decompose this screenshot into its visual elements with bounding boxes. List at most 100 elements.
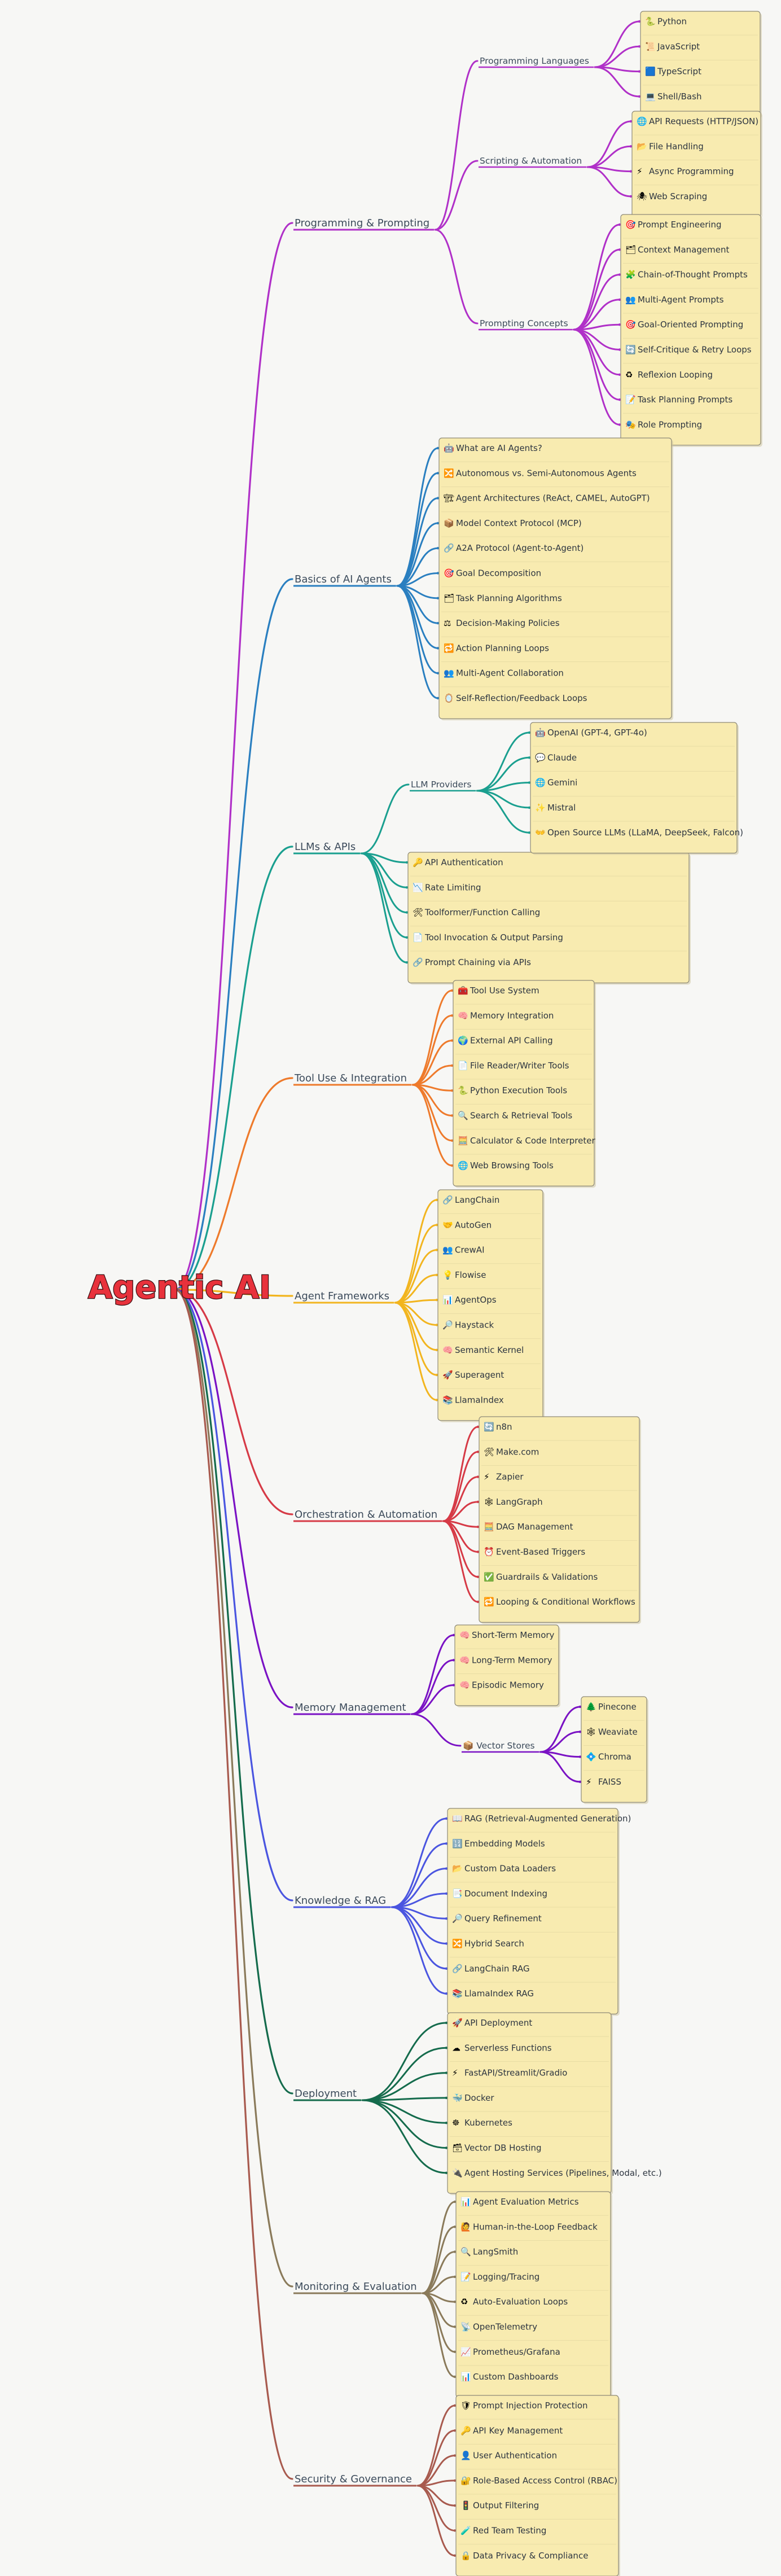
branch-label: Basics of AI Agents xyxy=(295,573,392,585)
list-item: Model Context Protocol (MCP) xyxy=(456,518,582,528)
branch-7-items-edge-dot xyxy=(445,1892,448,1895)
sub-branch-label: 📦 Vector Stores xyxy=(463,1740,535,1751)
branch-2-items: 🔑API Authentication📉Rate Limiting🛠Toolfo… xyxy=(407,852,691,985)
branch-0-sub-1-edge xyxy=(586,120,632,168)
list-item: API Key Management xyxy=(473,2425,563,2435)
branch-label: Agent Frameworks xyxy=(295,1290,389,1302)
branch-0-sub-2-edge xyxy=(573,248,621,331)
list-item: n8n xyxy=(496,1422,512,1432)
branch-5-items-edge-dot xyxy=(476,1451,480,1453)
list-item: Output Filtering xyxy=(473,2500,539,2511)
list-item: Self-Reflection/Feedback Loops xyxy=(456,693,587,703)
branch-2-sub-0-edge-dot xyxy=(528,781,531,784)
branch-2-sub-0-box xyxy=(530,722,738,854)
item-icon: 🤖 xyxy=(535,728,546,738)
list-item: LangChain xyxy=(455,1195,499,1205)
item-icon: 🌲 xyxy=(586,1702,596,1712)
sub-edge xyxy=(411,1713,462,1747)
branch-1-items-box xyxy=(438,437,672,719)
branch-5-items-edge-dot xyxy=(476,1575,480,1578)
branch-0-sub-2-edge-dot xyxy=(618,398,621,401)
branch-10-items-edge-dot xyxy=(453,2479,457,2482)
item-icon: 📖 xyxy=(452,1813,463,1824)
branch-9-items-edge-dot xyxy=(453,2325,457,2328)
item-icon: 🎯 xyxy=(444,568,454,579)
item-icon: 💠 xyxy=(586,1752,596,1762)
item-icon: 🔌 xyxy=(452,2168,463,2178)
branch-label: Programming & Prompting xyxy=(295,217,429,229)
branch-9-items-edge-dot xyxy=(453,2301,457,2303)
branch-6-sub-0-edge xyxy=(539,1731,581,1753)
list-item: Web Browsing Tools xyxy=(470,1160,554,1171)
branch-5-items-edge-dot xyxy=(476,1550,480,1553)
branch-9-items-edge xyxy=(422,2225,456,2294)
branch-2-sub-0-edge-dot xyxy=(528,831,531,834)
branch-4-items-edge-dot xyxy=(435,1299,438,1302)
list-item: Chroma xyxy=(598,1752,631,1762)
list-item: Long-Term Memory xyxy=(472,1655,552,1665)
item-icon: 🌐 xyxy=(535,778,546,788)
item-icon: 📜 xyxy=(645,41,656,51)
item-icon: ✅ xyxy=(484,1572,494,1582)
branch-5-items-edge-dot xyxy=(476,1600,480,1604)
branch-edge xyxy=(174,1289,293,1297)
list-item: Agent Architectures (ReAct, CAMEL, AutoG… xyxy=(456,493,650,503)
branch-0-sub-2-edge xyxy=(573,328,621,426)
branch-3-items-edge-dot xyxy=(450,1089,454,1092)
mind-map-edges xyxy=(174,20,641,2557)
list-item: Red Team Testing xyxy=(473,2526,546,2536)
branch-edge xyxy=(174,1289,293,1902)
item-icon: 🔗 xyxy=(442,1194,453,1205)
branch-edge xyxy=(174,1289,293,2095)
list-item: FastAPI/Streamlit/Gradio xyxy=(464,2068,567,2078)
item-icon: 🔗 xyxy=(413,957,423,967)
branch-label: Deployment xyxy=(295,2088,357,2100)
list-item: Web Scraping xyxy=(649,191,707,201)
list-item: Task Planning Prompts xyxy=(637,395,732,405)
branch-6-sub-0-edge-dot xyxy=(578,1731,582,1733)
list-item: Self-Critique & Retry Loops xyxy=(638,345,752,355)
branch-7-items-edge-dot xyxy=(445,1842,448,1845)
branch-0-sub-2-box xyxy=(620,214,761,446)
branch-3-items-edge xyxy=(411,1040,453,1086)
branch-2-sub-0: 🤖OpenAI (GPT-4, GPT-4o)💬Claude🌐Gemini✨Mi… xyxy=(530,722,743,855)
item-icon: 🧮 xyxy=(484,1522,494,1532)
item-icon: 🧠 xyxy=(442,1345,453,1355)
branch-6-sub-0-edge-dot xyxy=(578,1705,582,1708)
branch-5-items-edge xyxy=(442,1520,479,1603)
branch-9-items: 📊Agent Evaluation Metrics🙋Human-in-the-L… xyxy=(455,2191,612,2399)
branch-4-items-edge xyxy=(394,1249,438,1304)
list-item: Calculator & Code Interpreter xyxy=(470,1136,595,1146)
branch-4-items-edge-dot xyxy=(435,1248,438,1251)
branch-4-items-edge xyxy=(394,1302,438,1401)
sub-branch-label: Programming Languages xyxy=(480,56,589,66)
branch-0-sub-0-edge xyxy=(594,45,640,68)
list-item: Docker xyxy=(464,2093,494,2103)
branch-0-sub-2-edge xyxy=(573,274,621,331)
list-item: Context Management xyxy=(638,244,729,255)
item-icon: 🔗 xyxy=(452,1963,463,1974)
branch-10-items-edge-dot xyxy=(453,2554,457,2557)
branch-1-items-edge-dot xyxy=(436,696,440,700)
branch-6-sub-0-edge-dot xyxy=(578,1780,582,1784)
branch-6-sub-0-edge xyxy=(539,1751,581,1783)
branch-0-sub-2-edge-dot xyxy=(618,273,621,276)
branch-8-items-edge xyxy=(361,2047,447,2101)
item-icon: 🔎 xyxy=(442,1320,453,1330)
branch-0-sub-0-edge-dot xyxy=(638,45,641,48)
branch-4-items-edge xyxy=(394,1302,438,1351)
branch-5-items-edge-dot xyxy=(476,1475,480,1478)
branch-label: Security & Governance xyxy=(295,2473,412,2485)
branch-1-items: 🤖What are AI Agents?🔀Autonomous vs. Semi… xyxy=(438,437,673,721)
branch-0-sub-0-edge xyxy=(594,66,640,98)
branch-5-items-edge-dot xyxy=(476,1500,480,1504)
branch-2-sub-0-edge xyxy=(476,756,530,792)
item-icon: 🤝 xyxy=(442,1220,453,1230)
item-icon: 📂 xyxy=(452,1864,463,1874)
item-icon: 🛠 xyxy=(484,1447,494,1457)
branch-6-sub-0-box xyxy=(581,1696,647,1803)
branch-10-items-edge xyxy=(416,2404,456,2487)
branch-10-items-edge-dot xyxy=(453,2404,457,2407)
branch-8-items-edge-dot xyxy=(445,2146,448,2149)
